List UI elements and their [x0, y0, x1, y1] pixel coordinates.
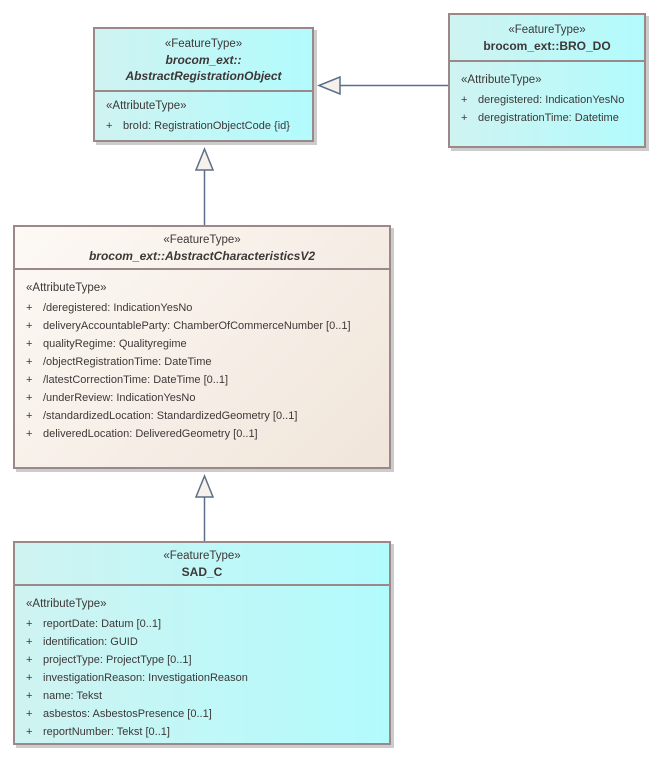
visibility-marker: +	[26, 320, 33, 332]
attribute-text: deliveryAccountableParty: ChamberOfComme…	[43, 320, 351, 332]
class-name: SAD_C	[181, 564, 223, 579]
class-name: brocom_ext::BRO_DO	[483, 38, 611, 53]
attribute-row: + /deregistered: IndicationYesNo	[15, 299, 389, 317]
generalization-sad-c-to-acv2[interactable]	[194, 474, 215, 541]
attribute-row: + broId: RegistrationObjectCode {id}	[95, 117, 312, 135]
visibility-marker: +	[26, 636, 33, 648]
attribute-stereotype-label: «AttributeType»	[461, 74, 542, 86]
attribute-text: reportNumber: Tekst [0..1]	[43, 726, 170, 738]
attributes-compartment: «AttributeType» + /deregistered: Indicat…	[15, 270, 389, 443]
visibility-marker: +	[26, 356, 33, 368]
attribute-row: + reportNumber: Tekst [0..1]	[15, 723, 389, 741]
attribute-text: projectType: ProjectType [0..1]	[43, 654, 192, 666]
stereotype-label: «FeatureType»	[163, 549, 241, 562]
attribute-row: + /objectRegistrationTime: DateTime	[15, 353, 389, 371]
attribute-text: identification: GUID	[43, 636, 138, 648]
attributes-compartment: «AttributeType» + reportDate: Datum [0..…	[15, 586, 389, 741]
attribute-row: + deregistered: IndicationYesNo	[450, 91, 644, 109]
hollow-triangle-arrowhead	[194, 147, 215, 171]
visibility-marker: +	[26, 410, 33, 422]
class-bro-do[interactable]: «FeatureType» brocom_ext::BRO_DO «Attrib…	[448, 13, 646, 148]
class-title-compartment: «FeatureType» brocom_ext::AbstractCharac…	[15, 227, 389, 270]
attribute-row: + asbestos: AsbestosPresence [0..1]	[15, 705, 389, 723]
attribute-stereotype-label: «AttributeType»	[106, 100, 187, 112]
class-sad-c[interactable]: «FeatureType» SAD_C «AttributeType» + re…	[13, 541, 391, 745]
visibility-marker: +	[461, 94, 468, 106]
visibility-marker: +	[26, 726, 33, 738]
attribute-row: + /standardizedLocation: StandardizedGeo…	[15, 407, 389, 425]
class-abstract-registration-object[interactable]: «FeatureType» brocom_ext:: AbstractRegis…	[93, 27, 314, 142]
attribute-row: + /underReview: IndicationYesNo	[15, 389, 389, 407]
visibility-marker: +	[26, 654, 33, 666]
hollow-triangle-arrowhead	[317, 75, 341, 96]
class-title-compartment: «FeatureType» brocom_ext:: AbstractRegis…	[95, 29, 312, 92]
stereotype-label: «FeatureType»	[163, 233, 241, 246]
visibility-marker: +	[26, 708, 33, 720]
attribute-text: /standardizedLocation: StandardizedGeome…	[43, 410, 298, 422]
generalization-bro-do-to-aro[interactable]	[317, 75, 448, 96]
visibility-marker: +	[26, 428, 33, 440]
visibility-marker: +	[26, 618, 33, 630]
class-title-compartment: «FeatureType» SAD_C	[15, 543, 389, 586]
attribute-row: + /latestCorrectionTime: DateTime [0..1]	[15, 371, 389, 389]
visibility-marker: +	[106, 120, 113, 132]
attribute-text: /objectRegistrationTime: DateTime	[43, 356, 212, 368]
attribute-text: investigationReason: InvestigationReason	[43, 672, 248, 684]
attribute-text: asbestos: AsbestosPresence [0..1]	[43, 708, 212, 720]
attribute-row: + reportDate: Datum [0..1]	[15, 615, 389, 633]
attribute-row: + deregistrationTime: Datetime	[450, 109, 644, 127]
visibility-marker: +	[26, 672, 33, 684]
attribute-text: broId: RegistrationObjectCode {id}	[123, 120, 290, 132]
visibility-marker: +	[26, 392, 33, 404]
visibility-marker: +	[26, 690, 33, 702]
attribute-row: + qualityRegime: Qualityregime	[15, 335, 389, 353]
attribute-text: deregistered: IndicationYesNo	[478, 94, 625, 106]
visibility-marker: +	[26, 302, 33, 314]
class-title-compartment: «FeatureType» brocom_ext::BRO_DO	[450, 15, 644, 62]
hollow-triangle-arrowhead	[194, 474, 215, 498]
attribute-text: reportDate: Datum [0..1]	[43, 618, 161, 630]
visibility-marker: +	[26, 338, 33, 350]
stereotype-label: «FeatureType»	[164, 37, 243, 50]
attribute-text: /underReview: IndicationYesNo	[43, 392, 196, 404]
attribute-text: deregistrationTime: Datetime	[478, 112, 619, 124]
attribute-text: qualityRegime: Qualityregime	[43, 338, 187, 350]
stereotype-label: «FeatureType»	[508, 23, 586, 36]
attribute-text: name: Tekst	[43, 690, 103, 702]
attribute-stereotype-label: «AttributeType»	[26, 282, 107, 294]
visibility-marker: +	[26, 374, 33, 386]
class-abstract-characteristics-v2[interactable]: «FeatureType» brocom_ext::AbstractCharac…	[13, 225, 391, 469]
attributes-compartment: «AttributeType» + broId: RegistrationObj…	[95, 92, 312, 135]
attribute-row: + name: Tekst	[15, 687, 389, 705]
class-name: brocom_ext::AbstractCharacteristicsV2	[88, 248, 316, 263]
attribute-text: /deregistered: IndicationYesNo	[43, 302, 193, 314]
attributes-compartment: «AttributeType» + deregistered: Indicati…	[450, 62, 644, 127]
visibility-marker: +	[461, 112, 468, 124]
attribute-text: /latestCorrectionTime: DateTime [0..1]	[43, 374, 229, 386]
attribute-text: deliveredLocation: DeliveredGeometry [0.…	[43, 428, 258, 440]
attribute-row: + projectType: ProjectType [0..1]	[15, 651, 389, 669]
attribute-row: + investigationReason: InvestigationReas…	[15, 669, 389, 687]
attribute-stereotype-label: «AttributeType»	[26, 598, 107, 610]
attribute-row: + identification: GUID	[15, 633, 389, 651]
class-name: AbstractRegistrationObject	[125, 68, 282, 83]
attribute-row: + deliveredLocation: DeliveredGeometry […	[15, 425, 389, 443]
generalization-acv2-to-aro[interactable]	[194, 147, 215, 226]
class-name: brocom_ext::	[165, 52, 242, 67]
attribute-row: + deliveryAccountableParty: ChamberOfCom…	[15, 317, 389, 335]
